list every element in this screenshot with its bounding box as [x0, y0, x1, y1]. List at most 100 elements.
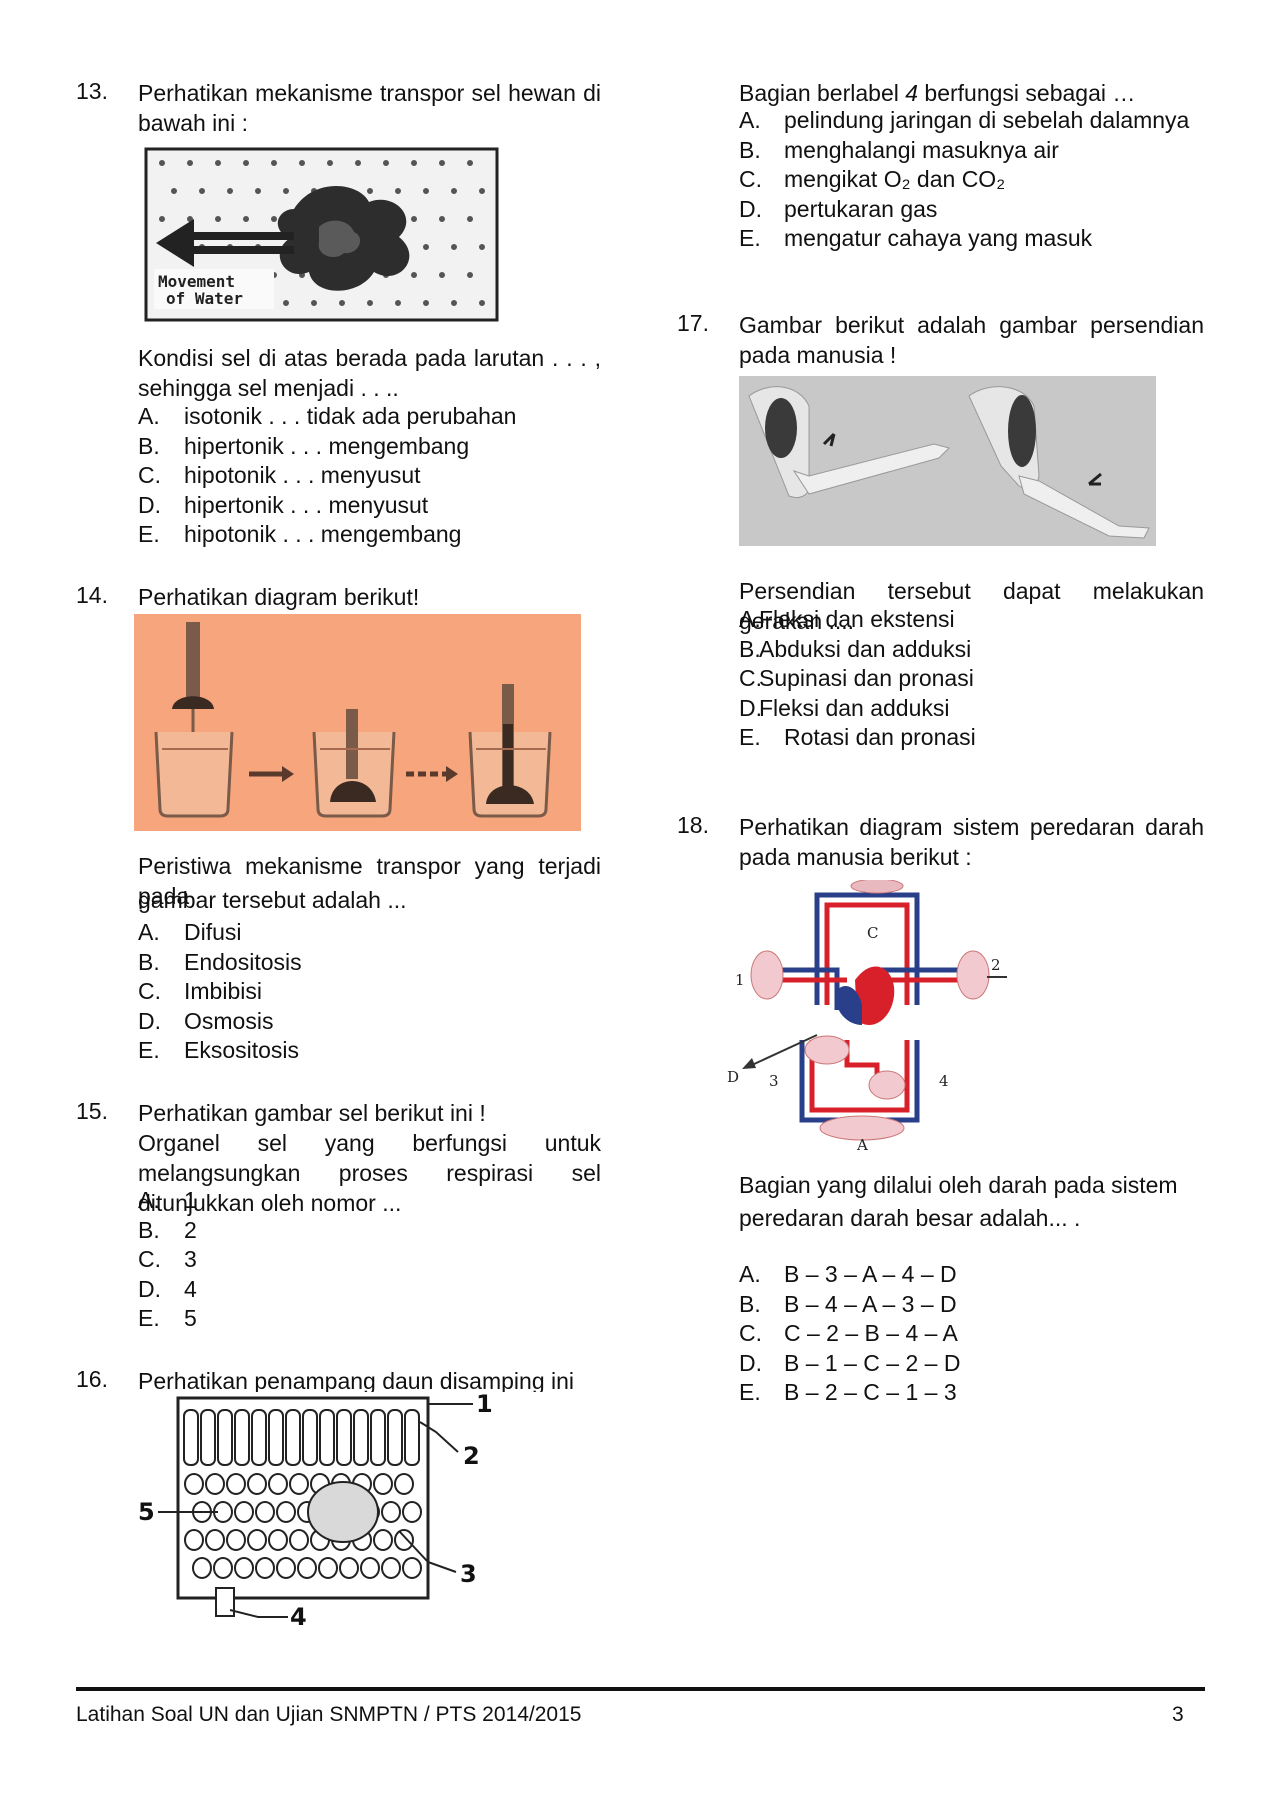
option-text: 1 [184, 1187, 197, 1213]
circulation-label-a: A [856, 1136, 868, 1150]
option-text: Eksositosis [184, 1037, 300, 1063]
leaf-label-2: 2 [463, 1442, 480, 1470]
option-item: B.Abduksi dan adduksi [739, 635, 1204, 665]
option-item: E. Rotasi dan pronasi [739, 723, 1204, 753]
option-text: C – 2 – B – 4 – A [784, 1320, 958, 1346]
question-number: 17. [677, 310, 709, 336]
option-text: hipertonik . . . mengembang [184, 432, 470, 459]
option-item: B. 2 [138, 1216, 601, 1246]
option-item: E. Eksositosis [138, 1036, 601, 1066]
circulation-label-2: 2 [991, 956, 1001, 974]
option-letter: A. [138, 1187, 160, 1213]
question-stem: Perhatikan diagram sistem peredaran dara… [739, 814, 1204, 870]
option-letter: D. [739, 1349, 762, 1376]
option-item: C.3 [138, 1245, 601, 1275]
option-letter: D. [138, 1275, 161, 1302]
option-text: Endositosis [184, 948, 302, 975]
option-letter: D. [739, 694, 762, 721]
option-text: 3 [184, 1246, 197, 1272]
leaf-label-4: 4 [290, 1603, 307, 1627]
page-number: 3 [1172, 1703, 1184, 1726]
option-letter: D. [138, 1007, 161, 1034]
option-text: 2 [184, 1216, 197, 1243]
option-text: B – 2 – C – 1 – 3 [784, 1379, 957, 1405]
option-item: A.pelindung jaringan di sebelah dalamnya [739, 106, 1204, 136]
option-item: D. hipertonik . . . menyusut [138, 491, 601, 521]
option-text: hipotonik . . . menyusut [184, 462, 421, 488]
option-item: A. isotonik . . . tidak ada perubahan [138, 402, 601, 432]
question-number: 15. [76, 1098, 108, 1124]
option-text: menghalangi masuknya air [784, 136, 1059, 163]
question-follow-text: Kondisi sel di atas berada pada larutan … [138, 345, 601, 401]
question-follow-text: Organel sel yang berfungsi untuk melangs… [138, 1130, 601, 1216]
option-item: B.B – 4 – A – 3 – D [739, 1290, 1204, 1320]
option-letter: E. [739, 1379, 761, 1405]
question-follow-text: Bagian yang dilalui oleh darah pada sist… [739, 1172, 1178, 1198]
question-stem: Perhatikan penampang daun disamping ini [138, 1368, 575, 1392]
option-letter: C. [739, 166, 762, 192]
question-follow-text: Peristiwa mekanisme transpor yang terjad… [138, 853, 601, 909]
stem-prefix: Bagian berlabel [739, 80, 906, 106]
option-letter: E. [138, 521, 160, 547]
movement-label: Movement [158, 272, 235, 291]
question-number: 16. [76, 1366, 108, 1392]
option-letter: B. [138, 948, 160, 975]
option-letter: B. [739, 635, 761, 662]
option-text: pertukaran gas [784, 195, 938, 222]
option-item: B. menghalangi masuknya air [739, 136, 1204, 166]
option-letter: E. [138, 1037, 160, 1063]
option-letter: C. [138, 978, 161, 1004]
footer-rule [76, 1687, 1205, 1691]
option-item: C. Imbibisi [138, 977, 601, 1007]
option-item: B.hipertonik . . . mengembang [138, 432, 601, 462]
option-text: Imbibisi [184, 978, 262, 1004]
option-text: Supinasi dan pronasi [759, 665, 974, 691]
circulation-label-3: 3 [769, 1072, 779, 1090]
option-item: D. 4 [138, 1275, 601, 1305]
stem-label-number: 4 [905, 80, 919, 106]
option-text: hipertonik . . . menyusut [184, 491, 429, 518]
footer-title: Latihan Soal UN dan Ujian SNMPTN / PTS 2… [76, 1703, 582, 1726]
option-item: D.Osmosis [138, 1007, 601, 1037]
option-letter: B. [739, 136, 761, 163]
option-text: 5 [184, 1305, 197, 1331]
option-text: mengatur cahaya yang masuk [784, 225, 1093, 251]
options-q16: A.pelindung jaringan di sebelah dalamnya… [739, 106, 1204, 254]
option-letter: A. [138, 403, 160, 429]
option-item: E. B – 2 – C – 1 – 3 [739, 1378, 1204, 1408]
circulation-label-1: 1 [735, 971, 745, 989]
option-letter: B. [138, 1216, 160, 1243]
question-follow-text: peredaran darah besar adalah... . [739, 1205, 1081, 1231]
option-item: C.Supinasi dan pronasi [739, 664, 1204, 694]
option-item: C.hipotonik . . . menyusut [138, 461, 601, 491]
question-follow-text: gambar tersebut adalah ... [138, 887, 407, 913]
option-item: E.mengatur cahaya yang masuk [739, 224, 1204, 254]
option-text: 4 [184, 1275, 197, 1302]
option-letter: E. [739, 724, 761, 750]
option-letter: C. [739, 1320, 762, 1346]
leaf-label-3: 3 [460, 1560, 477, 1588]
option-text: B – 3 – A – 4 – D [784, 1261, 957, 1287]
circulatory-system-figure: C 1 2 B D 3 4 A [727, 880, 1007, 1150]
beaker-osmosis-figure [134, 614, 581, 831]
option-item: B. Endositosis [138, 948, 601, 978]
option-text: isotonik . . . tidak ada perubahan [184, 403, 517, 429]
stem-suffix: berfungsi sebagai … [918, 80, 1136, 106]
option-item: E.5 [138, 1304, 601, 1334]
option-text: hipotonik . . . mengembang [184, 521, 462, 547]
option-text: pelindung jaringan di sebelah dalamnya [784, 107, 1190, 133]
option-item: D.B – 1 – C – 2 – D [739, 1349, 1204, 1379]
question-stem: Perhatikan diagram berikut! [138, 584, 420, 610]
option-item: A. B – 3 – A – 4 – D [739, 1260, 1204, 1290]
option-text: Rotasi dan pronasi [784, 724, 976, 750]
option-item: C.mengikat O₂ dan CO₂ [739, 165, 1204, 195]
option-letter: D. [138, 491, 161, 518]
option-letter: A. [739, 1261, 761, 1287]
option-item: A.Difusi [138, 918, 601, 948]
option-text: B – 4 – A – 3 – D [784, 1290, 957, 1317]
option-item: A. 1 [138, 1186, 601, 1216]
question-stem: Perhatikan gambar sel berikut ini ! [138, 1100, 486, 1126]
